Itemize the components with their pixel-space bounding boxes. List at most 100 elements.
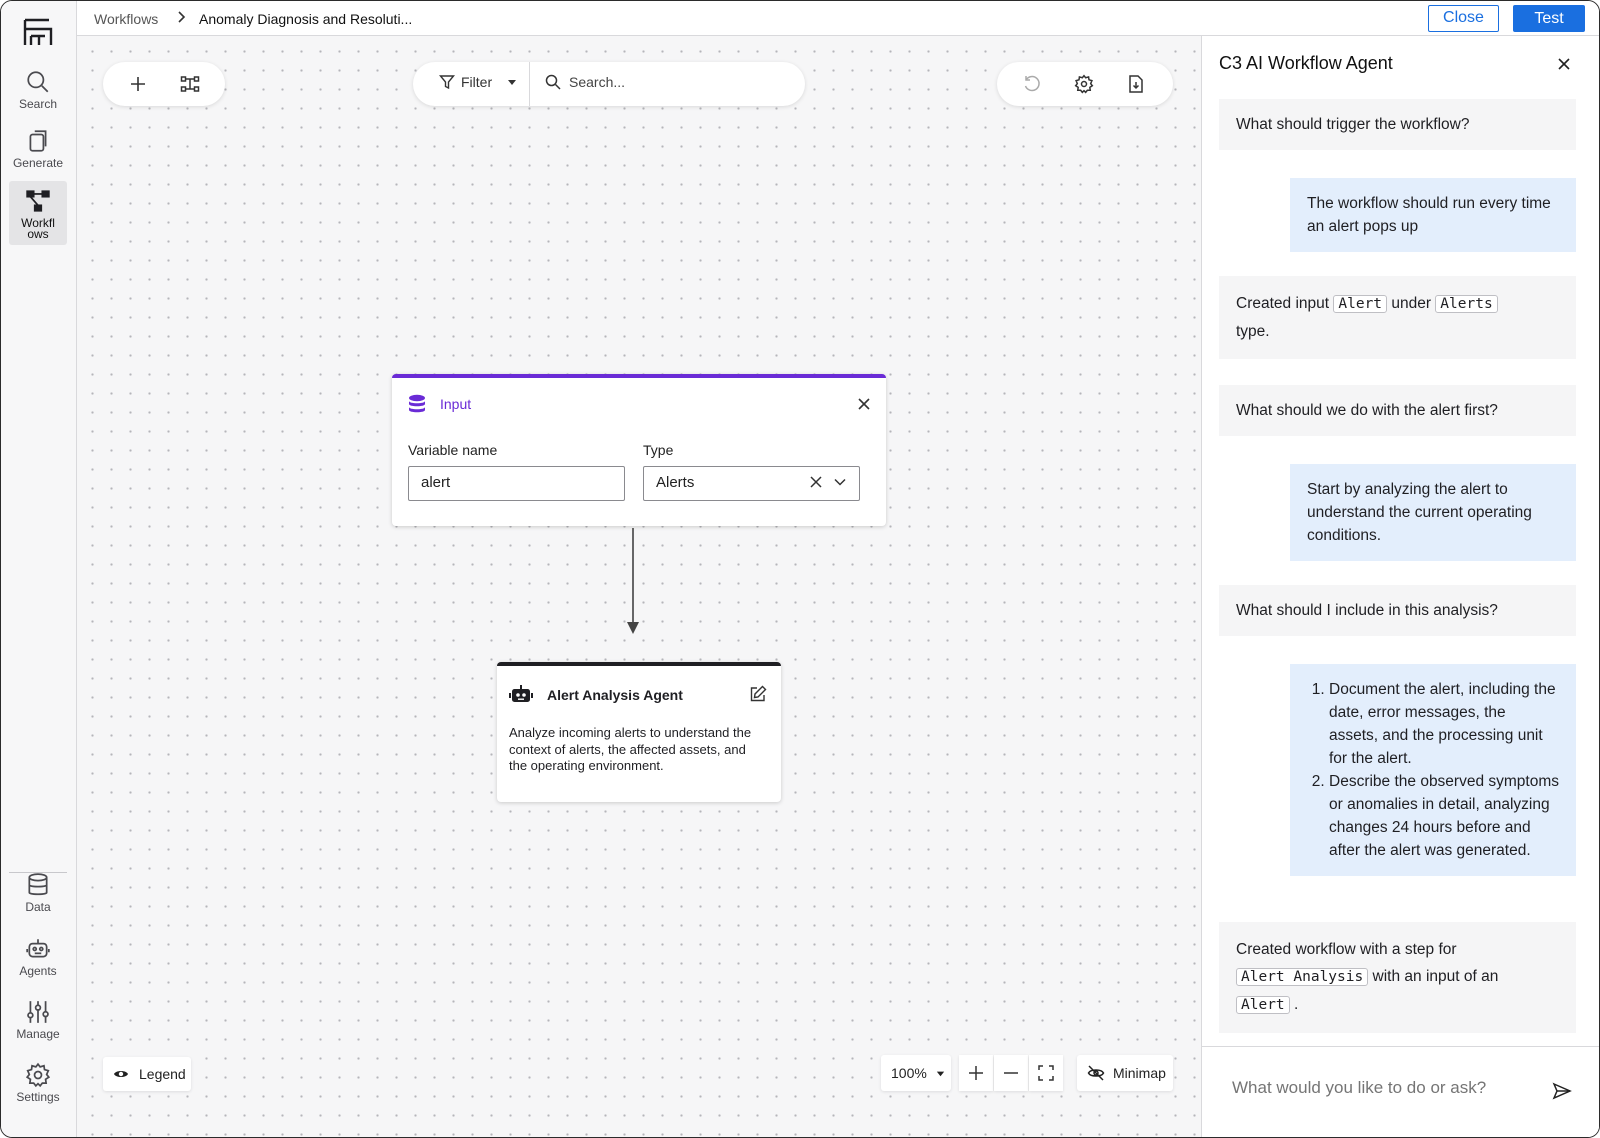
code-token: Alert Analysis <box>1236 968 1369 986</box>
minimap-toggle[interactable]: Minimap <box>1077 1055 1173 1091</box>
zoom-level-dropdown[interactable]: 100% <box>881 1055 951 1091</box>
canvas-search-input[interactable]: Search... <box>545 74 625 90</box>
eye-off-icon <box>1087 1065 1105 1081</box>
type-select-value: Alerts <box>656 474 695 491</box>
nav-search-label: Search <box>18 97 58 111</box>
nav-settings[interactable]: Settings <box>9 1062 67 1103</box>
user-message: The workflow should run every time an al… <box>1290 178 1576 252</box>
breadcrumb-workflows[interactable]: Workflows <box>94 11 159 27</box>
top-bar: Workflows Anomaly Diagnosis and Resoluti… <box>77 1 1599 36</box>
minus-icon <box>1004 1072 1018 1074</box>
nav-generate-label: Generate <box>12 156 64 170</box>
canvas-settings-button[interactable] <box>1073 73 1095 95</box>
clear-icon[interactable] <box>809 475 823 489</box>
canvas-filter-search-bar: Filter Search... <box>413 62 805 106</box>
nav-workflows[interactable]: Workfl ows <box>9 181 67 245</box>
filter-icon <box>439 75 455 90</box>
node-connector-arrow <box>627 528 639 634</box>
chat-input[interactable] <box>1232 1078 1542 1098</box>
copy-documents-icon <box>29 130 47 152</box>
add-node-button[interactable] <box>127 73 149 95</box>
nav-workflows-label-2: ows <box>27 227 49 241</box>
robot-icon <box>26 939 50 958</box>
breadcrumb-current: Anomaly Diagnosis and Resoluti... <box>199 11 413 27</box>
workflow-canvas[interactable]: Filter Search... Input <box>77 36 1201 1137</box>
caret-down-icon <box>936 1071 944 1076</box>
agent-message-text: with an input of an <box>1368 968 1499 985</box>
nav-search[interactable]: Search <box>9 69 67 110</box>
chat-composer <box>1202 1046 1599 1137</box>
agent-node-header: Alert Analysis Agent <box>509 684 683 706</box>
agent-message: What should I include in this analysis? <box>1219 585 1576 636</box>
canvas-toolbar-right <box>997 62 1173 106</box>
send-icon[interactable] <box>1552 1081 1572 1101</box>
legend-button[interactable]: Legend <box>103 1057 191 1091</box>
alert-analysis-agent-node[interactable]: Alert Analysis Agent Analyze incoming al… <box>497 662 781 802</box>
code-token: Alert <box>1236 996 1290 1014</box>
agent-message-text: What should trigger the workflow? <box>1236 116 1470 133</box>
minimap-label: Minimap <box>1113 1065 1166 1081</box>
close-icon[interactable] <box>856 396 872 412</box>
undo-button[interactable] <box>1021 73 1043 95</box>
workflow-agent-panel: C3 AI Workflow Agent What should trigger… <box>1201 36 1599 1137</box>
variable-name-label: Variable name <box>408 442 498 458</box>
edit-icon[interactable] <box>749 685 767 703</box>
user-message-text: The workflow should run every time an al… <box>1307 195 1551 235</box>
nav-workflows-label-1: Workfl <box>21 216 55 230</box>
agent-message-text: type. <box>1236 323 1270 340</box>
database-icon <box>28 873 48 896</box>
chevron-right-icon <box>178 11 186 23</box>
agent-message-text: What should we do with the alert first? <box>1236 402 1498 419</box>
agent-message-text: Created input <box>1236 295 1334 312</box>
nav-data-label: Data <box>25 900 51 914</box>
zoom-in-button[interactable] <box>959 1055 993 1091</box>
agent-message-text: Created workflow with a step for <box>1236 941 1457 958</box>
code-token: Alert <box>1333 295 1388 313</box>
export-button[interactable] <box>1125 73 1147 95</box>
user-message: Document the alert, including the date, … <box>1290 664 1576 876</box>
nav-manage[interactable]: Manage <box>9 999 67 1040</box>
type-label: Type <box>643 442 674 458</box>
workflow-icon <box>26 190 50 212</box>
input-node-title: Input <box>440 396 472 412</box>
nav-settings-label: Settings <box>16 1090 60 1104</box>
gear-icon <box>1074 74 1094 94</box>
search-icon <box>545 74 561 90</box>
analysis-steps-list: Document the alert, including the date, … <box>1307 678 1559 862</box>
agent-message: Created workflow with a step for Alert A… <box>1219 922 1576 1033</box>
sliders-icon <box>27 1001 49 1023</box>
agent-message: What should we do with the alert first? <box>1219 385 1576 436</box>
chevron-down-icon[interactable] <box>833 475 847 489</box>
undo-icon <box>1024 75 1040 92</box>
close-button[interactable]: Close <box>1428 5 1499 32</box>
eye-icon <box>114 1071 128 1077</box>
test-button[interactable]: Test <box>1513 5 1585 32</box>
nav-agents[interactable]: Agents <box>9 936 67 977</box>
filter-dropdown[interactable]: Filter <box>439 74 518 90</box>
database-icon <box>409 394 425 413</box>
agent-message-text: under <box>1387 295 1436 312</box>
plus-icon <box>131 77 145 91</box>
robot-icon <box>509 685 533 702</box>
nav-generate[interactable]: Generate <box>9 128 67 169</box>
list-item: Document the alert, including the date, … <box>1329 678 1559 770</box>
auto-layout-button[interactable] <box>179 73 201 95</box>
legend-label: Legend <box>139 1066 186 1082</box>
plus-icon <box>969 1066 983 1080</box>
nav-data[interactable]: Data <box>9 872 67 913</box>
close-icon[interactable] <box>1556 56 1572 72</box>
fit-view-button[interactable] <box>1029 1055 1063 1091</box>
agent-node-description: Analyze incoming alerts to understand th… <box>509 725 752 773</box>
nav-agents-label: Agents <box>19 964 57 978</box>
type-select[interactable]: Alerts <box>643 466 860 501</box>
variable-name-field[interactable]: alert <box>408 466 625 501</box>
zoom-out-button[interactable] <box>994 1055 1028 1091</box>
search-icon <box>27 71 49 93</box>
panel-title: C3 AI Workflow Agent <box>1219 53 1393 73</box>
agent-message-text: What should I include in this analysis? <box>1236 602 1498 619</box>
agent-message: Created input Alert under Alerts type. <box>1219 276 1576 359</box>
filter-label: Filter <box>461 74 493 90</box>
input-node[interactable]: Input Variable name alert Type Alerts <box>392 374 886 526</box>
user-message: Start by analyzing the alert to understa… <box>1290 464 1576 561</box>
